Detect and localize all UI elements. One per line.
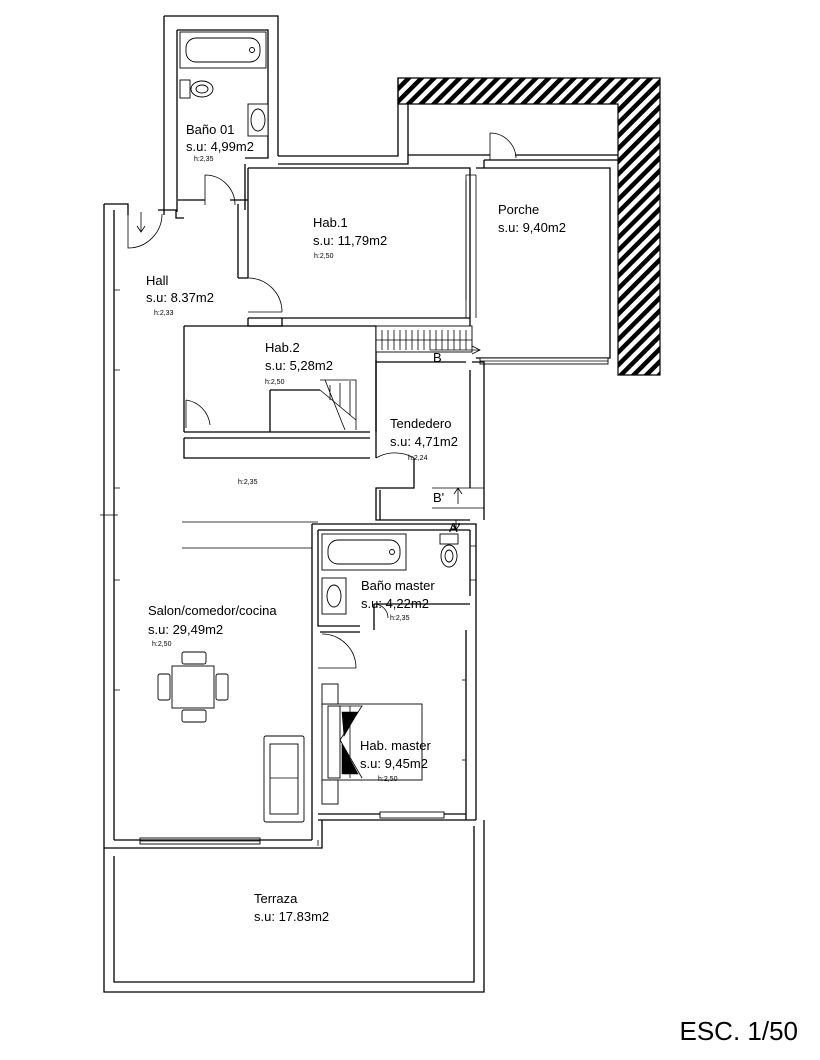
- hab2-name: Hab.2: [265, 340, 300, 355]
- hab-master-wall-ticks: [462, 679, 466, 761]
- north-walls: [244, 78, 618, 210]
- bano01-toilet: [179, 79, 214, 99]
- bano-master-bathtub: [321, 533, 407, 571]
- bano-master-walls: [311, 523, 477, 840]
- hab-master-height: h:2,50: [378, 776, 398, 783]
- bano01-door: [204, 174, 236, 206]
- hall-height: h:2,33: [154, 310, 174, 317]
- porche-name: Porche: [498, 202, 539, 217]
- terraza-walls: [103, 820, 485, 993]
- porche-area: s.u: 9,40m2: [498, 220, 566, 235]
- bano01-area: s.u: 4,99m2: [186, 139, 254, 154]
- bano01-lower-wall: [178, 148, 269, 201]
- bano-master-height: h:2,35: [390, 615, 410, 622]
- hab-master-name: Hab. master: [360, 738, 431, 753]
- tendedero-name: Tendedero: [390, 416, 451, 431]
- salon-height: h:2,50: [152, 641, 172, 648]
- bano01-sink: [247, 103, 269, 137]
- section-bprime-label: B': [433, 490, 444, 505]
- hall-name: Hall: [146, 273, 169, 288]
- hab2-height: h:2,50: [265, 379, 285, 386]
- bano-master-toilet: [439, 533, 459, 568]
- sofa: [263, 735, 305, 823]
- terraza-area: s.u: 17.83m2: [254, 909, 329, 924]
- bano01-bathtub: [179, 31, 267, 69]
- bano-master-window: [470, 545, 477, 581]
- terraza-name: Terraza: [254, 891, 298, 906]
- tendedero-area: s.u: 4,71m2: [390, 434, 458, 449]
- bano-master-door: [318, 633, 357, 669]
- hab-master-bed: [321, 683, 423, 805]
- section-bprime-box: [432, 487, 485, 520]
- wall-ticks: [100, 289, 120, 691]
- salon-area: s.u: 29,49m2: [148, 622, 223, 637]
- section-b-label: B: [433, 350, 442, 365]
- section-b-arrow: [430, 345, 481, 355]
- hab2-area: s.u: 5,28m2: [265, 358, 333, 373]
- hab2-door: [185, 399, 211, 428]
- corridor-lines: [182, 521, 318, 549]
- tendedero-height: h:2,24: [408, 455, 428, 462]
- bano01-walls: [163, 15, 279, 215]
- hab1-height: h:2,50: [314, 253, 334, 260]
- section-aprime-label: A': [449, 520, 460, 535]
- porche-door: [489, 132, 517, 160]
- hab-master-window: [379, 811, 445, 819]
- hall-area: s.u: 8.37m2: [146, 290, 214, 305]
- bano-master-small-door: [373, 603, 389, 619]
- main-left-wall: [103, 203, 184, 848]
- salon-name: Salon/comedor/cocina: [148, 603, 277, 618]
- hall-entry-door: [127, 213, 163, 249]
- scale-label: ESC. 1/50: [679, 1016, 798, 1046]
- hab1-area: s.u: 11,79m2: [313, 233, 387, 248]
- porche-walls: [476, 159, 618, 359]
- dining-table: [157, 651, 229, 723]
- hab-master-walls: [318, 600, 477, 821]
- radiator-bars: [375, 325, 473, 353]
- hab2-stair: [319, 379, 357, 431]
- bano-master-sink: [321, 577, 347, 615]
- tendedero-walls: [375, 360, 485, 521]
- tendedero-door: [375, 452, 415, 459]
- bano01-name: Baño 01: [186, 122, 234, 137]
- bano-master-area: s.u: 4,22m2: [361, 596, 429, 611]
- pasillo-height: h:2,35: [238, 479, 258, 486]
- hab-master-area: s.u: 9,45m2: [360, 756, 428, 771]
- bano01-height: h:2,35: [194, 156, 214, 163]
- closet-divider: [465, 174, 477, 318]
- salon-bottom-wall: [104, 820, 323, 849]
- hab1-door: [247, 277, 283, 313]
- bano-master-name: Baño master: [361, 578, 435, 593]
- entry-arrow: [136, 212, 146, 233]
- hab1-name: Hab.1: [313, 215, 348, 230]
- hab1-walls: [237, 167, 471, 330]
